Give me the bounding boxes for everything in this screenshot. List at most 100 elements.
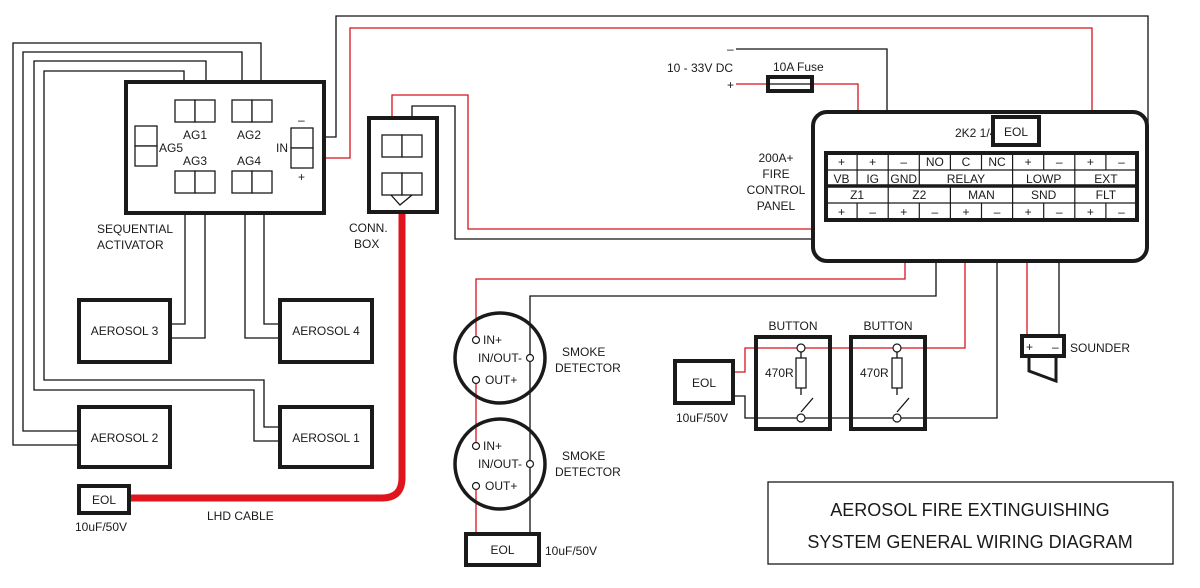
terminal-bottom-group: MAN <box>968 188 995 202</box>
ag2-label: AG2 <box>237 128 261 142</box>
ag5-terminal-b <box>134 145 158 167</box>
ag3-label: AG3 <box>183 154 207 168</box>
detector1-label-line2: DETECTOR <box>555 361 621 375</box>
aerosol-2: AEROSOL 2 <box>77 405 172 469</box>
detector1-label-line1: SMOKE <box>562 345 605 359</box>
wire-in-plus-ext-plus <box>314 27 1093 159</box>
aerosol-1-label: AEROSOL 1 <box>292 431 360 445</box>
wire-man-plus-buttons <box>733 211 966 373</box>
ag1-terminal-b <box>194 99 216 123</box>
terminal-bottom-group: Z2 <box>912 188 926 202</box>
panel-label-line2: FIRE <box>762 167 789 181</box>
panel-label-line1: 200A+ <box>758 151 793 165</box>
detector1-out-plus-label: OUT+ <box>485 373 517 387</box>
wire-in-minus-ext-minus <box>314 15 1149 153</box>
detector2-in-out-minus-label: IN/OUT- <box>478 457 522 471</box>
panel-label-line3: CONTROL <box>747 183 806 197</box>
sounder: + – SOUNDER <box>1020 334 1130 384</box>
in-terminal-minus <box>290 127 314 149</box>
detector1-in-plus-node <box>471 335 481 345</box>
terminal-top-polarity: – <box>900 155 907 169</box>
sequential-activator: AG1 AG2 AG3 AG4 AG5 IN – + SEQUENTIAL AC… <box>97 80 326 252</box>
terminal-top-group: IG <box>866 172 879 186</box>
terminal-top-polarity: NO <box>926 155 944 169</box>
in-plus-label: + <box>298 170 305 184</box>
terminal-top-polarity: + <box>1087 155 1094 169</box>
aerosol-4: AEROSOL 4 <box>278 298 374 364</box>
connbox-terminal-top-b <box>401 134 423 158</box>
detector-eol-label: EOL <box>490 543 514 557</box>
wire-ag4a-aerosol4 <box>244 193 280 339</box>
detector2-out-plus-node <box>471 481 481 491</box>
button2-resistor-label: 470R <box>860 366 889 380</box>
connbox-label-line1: CONN. <box>349 221 388 235</box>
psu-voltage-label: 10 - 33V DC <box>667 61 733 75</box>
detector1-out-plus-node <box>471 375 481 385</box>
terminal-bottom-polarity: – <box>1118 205 1125 219</box>
ag5-label: AG5 <box>159 141 183 155</box>
manual-button-1: BUTTON 470R <box>754 319 832 431</box>
panel-eol <box>991 115 1041 147</box>
control-panel: 200A+ FIRE CONTROL PANEL 2K2 1/4W EOL ++… <box>747 110 1149 263</box>
terminal-bottom-polarity: – <box>994 205 1001 219</box>
in-label: IN <box>276 141 288 155</box>
ag3-terminal-b <box>194 170 216 194</box>
detector2-in-plus-node <box>471 441 481 451</box>
smoke-detector-2: IN+ IN/OUT- OUT+ SMOKE DETECTOR <box>453 417 621 511</box>
sounder-label: SOUNDER <box>1070 341 1130 355</box>
terminal-bottom-polarity: + <box>838 205 845 219</box>
terminal-top-polarity: + <box>869 155 876 169</box>
button2-label: BUTTON <box>863 319 912 333</box>
activator-label-line1: SEQUENTIAL <box>97 222 173 236</box>
terminal-top-polarity: – <box>1118 155 1125 169</box>
wire-ag4b-aerosol4 <box>263 193 280 325</box>
terminal-bottom-polarity: + <box>962 205 969 219</box>
button1-bottom-node <box>796 413 806 423</box>
terminal-bottom-polarity: + <box>1087 205 1094 219</box>
detector2-label-line1: SMOKE <box>562 449 605 463</box>
terminal-top-polarity: + <box>838 155 845 169</box>
detector2-in-plus-label: IN+ <box>483 439 502 453</box>
ag4-terminal-a <box>231 170 253 194</box>
connbox-terminal-bottom-b <box>401 172 423 196</box>
ag1-terminal-a <box>174 99 196 123</box>
detector-eol-value: 10uF/50V <box>545 544 597 558</box>
wire-ag2b-aerosol2 <box>12 42 262 446</box>
terminal-bottom-polarity: + <box>900 205 907 219</box>
panel-label-line4: PANEL <box>757 199 796 213</box>
ag3-terminal-a <box>174 170 196 194</box>
panel-eol-label: EOL <box>1004 125 1028 139</box>
sounder-plus-label: + <box>1026 340 1033 354</box>
connbox-terminal-top-a <box>381 134 403 158</box>
terminal-bottom-polarity: + <box>1025 205 1032 219</box>
fuse-label: 10A Fuse <box>773 60 824 74</box>
connection-box: CONN. BOX <box>349 116 439 251</box>
button1-top-node <box>796 343 806 353</box>
ag2-terminal-a <box>231 99 253 123</box>
wire-ag3a-aerosol3 <box>170 193 186 325</box>
ag1-label: AG1 <box>183 128 207 142</box>
aerosol-3-label: AEROSOL 3 <box>91 324 159 338</box>
aerosol-1: AEROSOL 1 <box>278 405 374 469</box>
lhd-eol-value: 10uF/50V <box>75 520 127 534</box>
title-line2: SYSTEM GENERAL WIRING DIAGRAM <box>807 532 1132 552</box>
aerosol-2-label: AEROSOL 2 <box>91 431 159 445</box>
lhd-cable-label: LHD CABLE <box>207 509 274 523</box>
lhd-eol-label: EOL <box>92 493 116 507</box>
power-supply: – 10 - 33V DC + 10A Fuse <box>667 42 824 93</box>
ag2-terminal-b <box>251 99 273 123</box>
terminal-bottom-group: SND <box>1031 188 1057 202</box>
button-eol-label: EOL <box>692 376 716 390</box>
detector1-in-out-minus-node <box>525 353 535 363</box>
aerosol-3: AEROSOL 3 <box>77 298 172 364</box>
ag4-label: AG4 <box>237 154 261 168</box>
wire-ag2a-aerosol2 <box>22 51 243 432</box>
terminal-top-group: RELAY <box>947 172 985 186</box>
psu-plus-label: + <box>727 78 734 92</box>
button2-top-node <box>892 343 902 353</box>
button-eol-value: 10uF/50V <box>676 411 728 425</box>
title-line1: AEROSOL FIRE EXTINGUISHING <box>830 500 1109 520</box>
